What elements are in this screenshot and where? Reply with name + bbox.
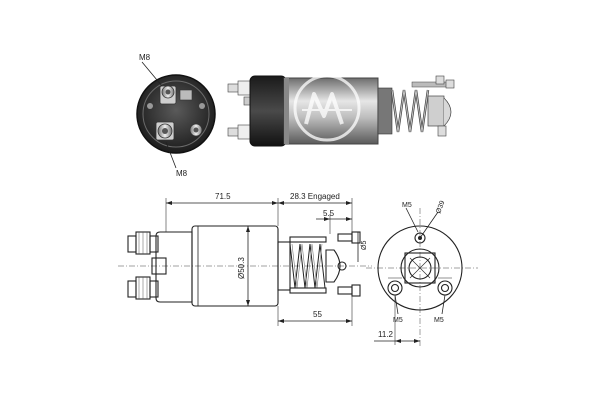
dim-offset-11-2: 11.2 bbox=[378, 330, 394, 339]
side-studs bbox=[227, 80, 255, 140]
label-m5-top: M5 bbox=[402, 202, 412, 209]
dim-plunger-offset: 5.5 bbox=[323, 209, 335, 218]
dim-length-body: 71.5 bbox=[215, 192, 231, 201]
label-m5-left: M5 bbox=[393, 317, 403, 324]
photo-front-view: M8 M8 bbox=[136, 53, 216, 178]
label-m5-right: M5 bbox=[434, 317, 444, 324]
photo-side-view bbox=[227, 74, 455, 147]
dim-engaged: 28.3 Engaged bbox=[290, 192, 340, 201]
dim-length-55: 55 bbox=[313, 310, 322, 319]
dim-dia-body: Ø50.3 bbox=[237, 257, 246, 279]
label-m8-bottom: M8 bbox=[176, 169, 188, 178]
front-terminal-upper bbox=[159, 85, 193, 105]
drawing-end-view: Ø39 M5 M5 M5 11.2 bbox=[366, 200, 478, 346]
drawing-spring bbox=[277, 231, 361, 297]
dim-dia-small: Ø5 bbox=[361, 241, 368, 250]
side-spring bbox=[377, 75, 455, 137]
front-terminal-lower bbox=[155, 121, 203, 141]
label-m8-top: M8 bbox=[139, 53, 151, 62]
drawing-terminals bbox=[127, 231, 167, 300]
watermark-logo-icon bbox=[293, 74, 361, 142]
dim-dia-39: Ø39 bbox=[435, 200, 446, 215]
drawing-side-view: 71.5 28.3 Engaged 5.5 Ø5 Ø50.3 55 bbox=[118, 192, 372, 326]
